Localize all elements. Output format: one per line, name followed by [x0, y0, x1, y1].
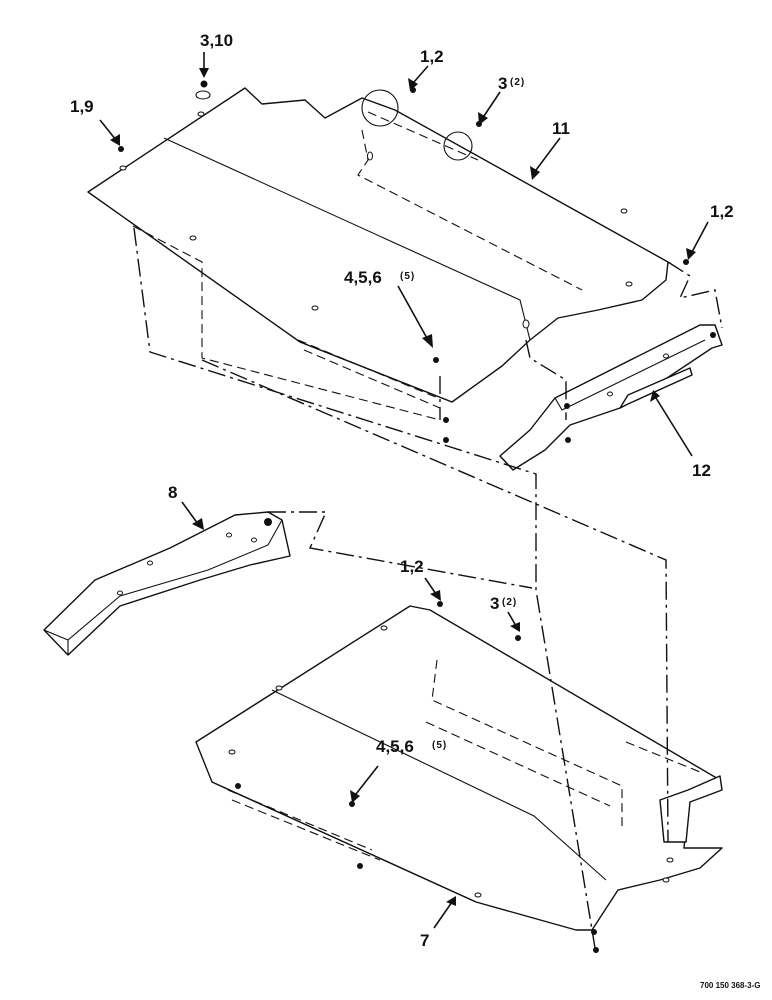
callout-labels: 3,10 1,2 3 (2) 1,9 11 1,2 4,5,6 (5) 12 8…: [70, 31, 734, 950]
callout-4-5-6-bottom: 4,5,6: [376, 737, 414, 756]
callout-11: 11: [552, 119, 570, 138]
callout-7: 7: [420, 931, 429, 950]
callout-4-5-6-bottom-qty: (5): [432, 740, 447, 751]
right-side-rail: [499, 324, 723, 471]
callout-3-bottom-qty: (2): [502, 597, 517, 608]
left-side-rail: [43, 511, 291, 656]
callout-3-top: 3: [498, 74, 507, 93]
callout-8: 8: [168, 483, 177, 502]
callout-4-5-6-top: 4,5,6: [344, 268, 382, 287]
callout-4-5-6-top-qty: (5): [400, 271, 415, 282]
callout-3-10: 3,10: [200, 31, 233, 50]
callout-1-2-top: 1,2: [420, 47, 444, 66]
callout-arrows: [99, 52, 709, 929]
upper-cover-panel: [87, 80, 689, 443]
callout-3-bottom: 3: [490, 594, 499, 613]
callout-1-2-right: 1,2: [710, 202, 734, 221]
lower-cover-panel: [195, 601, 723, 953]
callout-3-top-qty: (2): [510, 77, 525, 88]
callout-1-2-bottom: 1,2: [400, 557, 424, 576]
callout-1-9: 1,9: [70, 97, 94, 116]
assembly-alignment-lines: [133, 227, 723, 949]
drawing-number: 700 150 368-3-G: [700, 981, 761, 990]
callout-12: 12: [692, 461, 711, 480]
